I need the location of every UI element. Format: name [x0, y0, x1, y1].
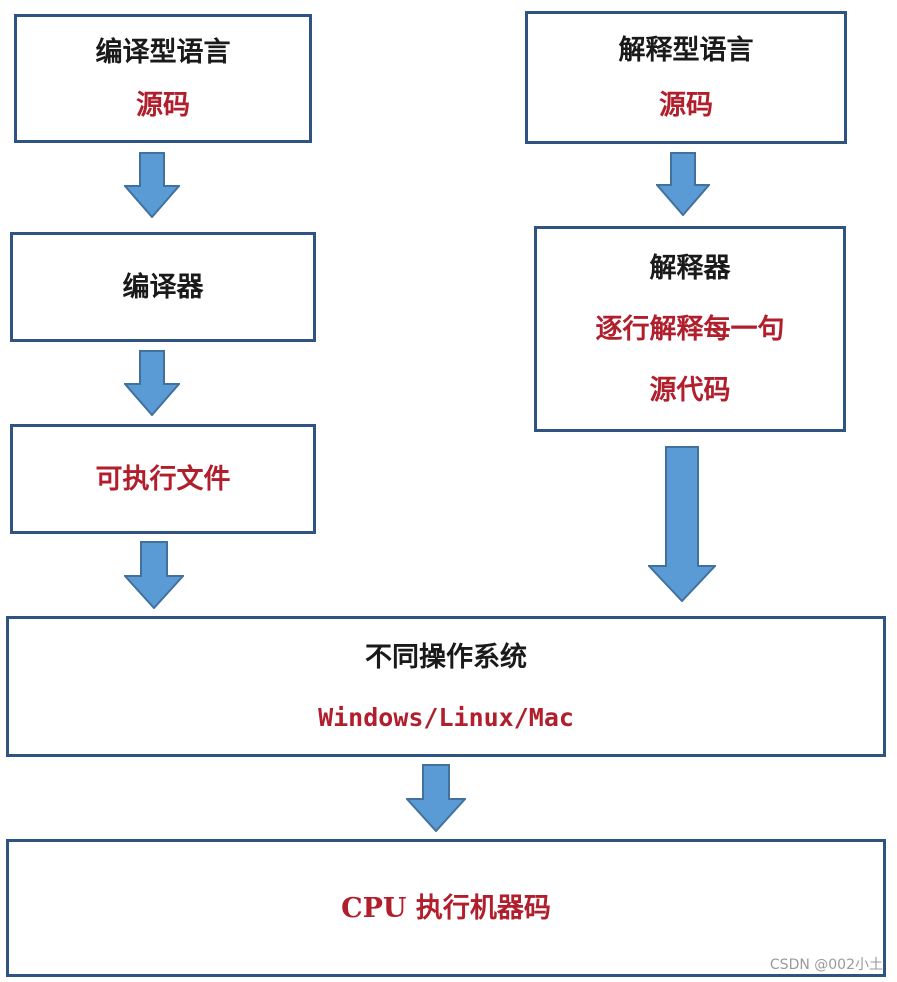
arrow-down-icon: [124, 541, 184, 609]
interpreted-source-label: 源码: [659, 89, 713, 121]
arrow-down-icon: [406, 764, 466, 832]
interpreted-language-box: 解释型语言 源码: [525, 11, 847, 144]
interpreted-language-title: 解释型语言: [618, 34, 754, 66]
interpreter-label: 解释器: [649, 252, 731, 284]
operating-system-title: 不同操作系统: [365, 641, 527, 673]
operating-system-box: 不同操作系统 Windows/Linux/Mac: [6, 616, 886, 757]
compiled-language-title: 编译型语言: [95, 36, 231, 68]
arrow-down-icon: [656, 152, 710, 216]
interpreter-box: 解释器 逐行解释每一句 源代码: [534, 226, 846, 432]
arrow-down-icon: [124, 152, 180, 218]
compiled-source-label: 源码: [136, 89, 190, 121]
interpreter-desc-line2: 源代码: [649, 374, 731, 406]
interpreter-desc-line1: 逐行解释每一句: [595, 313, 785, 345]
operating-system-examples: Windows/Linux/Mac: [318, 702, 574, 732]
executable-file-box: 可执行文件: [10, 424, 316, 534]
compiler-box: 编译器: [10, 232, 316, 342]
arrow-down-icon: [648, 446, 716, 602]
watermark: CSDN @002小土: [769, 957, 883, 973]
cpu-box: CPU 执行机器码: [6, 839, 886, 977]
executable-file-label: 可执行文件: [95, 463, 231, 495]
compiler-label: 编译器: [122, 271, 204, 303]
arrow-down-icon: [124, 350, 180, 416]
compiled-language-box: 编译型语言 源码: [14, 14, 312, 143]
cpu-label: CPU 执行机器码: [341, 892, 551, 924]
